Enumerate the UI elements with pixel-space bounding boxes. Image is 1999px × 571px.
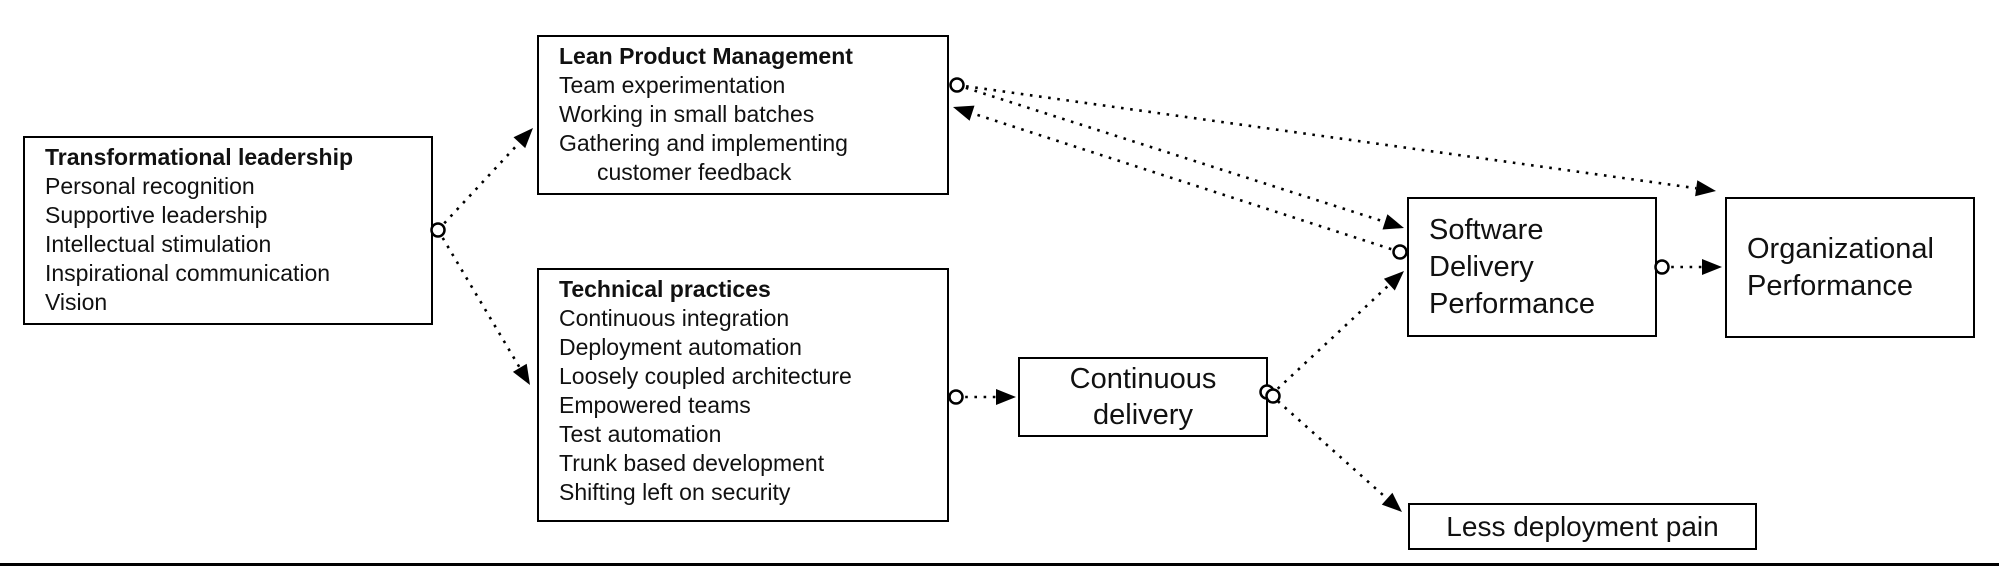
arrowhead-icon <box>1695 180 1716 197</box>
arrowhead-icon <box>1702 259 1722 275</box>
node-line: Vision <box>45 289 108 315</box>
node-line: Performance <box>1747 269 1914 302</box>
node-continuous-delivery: Continuous delivery <box>1018 357 1268 437</box>
node-line: Intellectual stimulation <box>45 231 272 257</box>
arrowhead-icon <box>996 389 1016 405</box>
node-line: Transformational leadership <box>45 144 354 170</box>
node-line: Deployment automation <box>559 334 802 360</box>
arrowhead-icon <box>1382 214 1404 230</box>
edge-technical-practices-to-continuous-delivery <box>956 389 1016 405</box>
edge-transformational-leadership-to-technical-practices <box>436 229 530 385</box>
edge-dotted-line <box>956 83 1697 190</box>
node-line: customer feedback <box>597 159 792 185</box>
edge-dotted-line <box>1270 394 1388 500</box>
port-lean-product-management <box>949 77 965 93</box>
node-line: Gathering and implementing <box>559 130 848 156</box>
node-line: Continuous <box>1069 363 1217 395</box>
port-technical-practices <box>948 389 964 405</box>
edge-continuous-delivery-to-less-deployment-pain <box>1270 394 1402 512</box>
node-line: delivery <box>1093 399 1193 431</box>
node-line: Inspirational communication <box>45 260 331 286</box>
edge-software-delivery-performance-to-lean-product-management <box>953 105 1401 254</box>
arrowhead-icon <box>1381 492 1402 512</box>
node-line: Organizational <box>1747 232 1934 265</box>
node-line: Empowered teams <box>559 392 751 418</box>
bottom-rule <box>0 563 1999 566</box>
port-transformational-leadership <box>430 222 446 238</box>
node-line: Supportive leadership <box>45 202 268 228</box>
node-less-deployment-pain: Less deployment pain <box>1408 503 1757 550</box>
node-line: Technical practices <box>559 276 771 302</box>
edge-dotted-line <box>436 229 521 369</box>
node-line: Personal recognition <box>45 173 255 199</box>
node-line: Delivery <box>1429 250 1534 283</box>
edge-dotted-line <box>956 83 1386 224</box>
node-line: Trunk based development <box>559 450 825 476</box>
arrowhead-icon <box>512 363 530 385</box>
node-line: Lean Product Management <box>559 43 853 69</box>
edge-dotted-line <box>1270 283 1391 396</box>
node-line: Working in small batches <box>559 101 815 127</box>
port-software-delivery-performance-left <box>1392 244 1408 260</box>
port-software-delivery-performance-right <box>1654 259 1670 275</box>
node-line: Software <box>1429 213 1544 246</box>
node-line: Test automation <box>559 421 722 447</box>
edge-dotted-line <box>971 111 1401 254</box>
arrowhead-icon <box>953 105 975 121</box>
node-line: Loosely coupled architecture <box>559 363 852 389</box>
edge-continuous-delivery-to-software-delivery-performance <box>1270 271 1404 396</box>
arrowhead-icon <box>1383 271 1404 291</box>
edge-dotted-line <box>437 141 521 231</box>
edge-lean-product-management-to-organizational-performance <box>956 83 1716 197</box>
edge-software-delivery-performance-to-organizational-performance <box>1662 259 1722 275</box>
arrowhead-icon <box>513 128 533 149</box>
node-line: Shifting left on security <box>559 479 791 505</box>
port-continuous-delivery-b <box>1265 388 1281 404</box>
node-line: Less deployment pain <box>1446 510 1719 542</box>
edge-lean-product-management-to-software-delivery-performance <box>956 83 1404 230</box>
node-line: Continuous integration <box>559 305 790 331</box>
node-line: Team experimentation <box>559 72 786 98</box>
edge-transformational-leadership-to-lean-product-management <box>437 128 533 231</box>
node-line: Performance <box>1429 287 1596 320</box>
